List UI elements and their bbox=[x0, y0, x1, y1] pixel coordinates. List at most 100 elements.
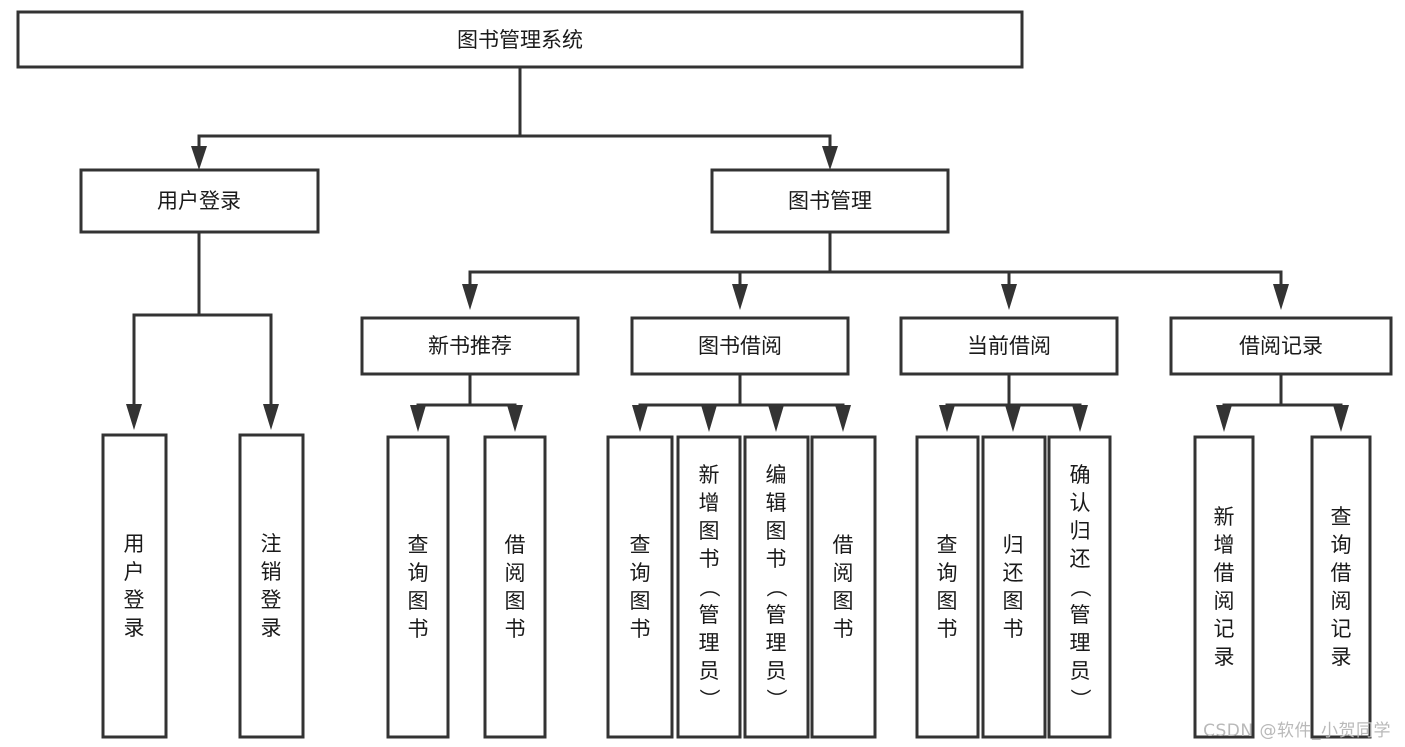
svg-text:注: 注 bbox=[261, 532, 282, 556]
node-book-borrow[interactable]: 图书借阅 bbox=[630, 316, 850, 376]
arrow-leaf-query-record bbox=[1333, 405, 1349, 432]
svg-text:录: 录 bbox=[1331, 645, 1352, 669]
node-book-management-box[interactable] bbox=[710, 168, 950, 234]
connector-group-current-borrow-children bbox=[939, 372, 1088, 432]
node-current-borrow[interactable]: 当前借阅 bbox=[899, 316, 1119, 376]
svg-text:书: 书 bbox=[505, 617, 526, 641]
node-user-login-label: 用户登录 bbox=[157, 189, 241, 213]
connector-group-book-management-children bbox=[462, 230, 1289, 310]
svg-text:询: 询 bbox=[630, 561, 651, 585]
arrow-leaf-return-book bbox=[1005, 405, 1021, 432]
leaf-query-record-box[interactable] bbox=[1310, 435, 1372, 739]
svg-text:管: 管 bbox=[766, 603, 787, 627]
node-borrow-record-box[interactable] bbox=[1169, 316, 1393, 376]
arrow-leaf-query-book-2 bbox=[632, 405, 648, 432]
arrow-leaf-query-book-3 bbox=[939, 405, 955, 432]
svg-text:查: 查 bbox=[937, 533, 958, 557]
leaf-return-book-box[interactable] bbox=[981, 435, 1047, 739]
node-book-borrow-box[interactable] bbox=[630, 316, 850, 376]
node-book-management[interactable]: 图书管理 bbox=[710, 168, 950, 234]
connector-group-book-borrow-children bbox=[632, 372, 851, 432]
node-current-borrow-box[interactable] bbox=[899, 316, 1119, 376]
svg-text:图: 图 bbox=[630, 589, 651, 613]
svg-text:管: 管 bbox=[1070, 603, 1091, 627]
svg-text:图: 图 bbox=[1003, 589, 1024, 613]
svg-text:归: 归 bbox=[1070, 519, 1091, 543]
node-book-borrow-label: 图书借阅 bbox=[698, 334, 782, 358]
node-root-box[interactable] bbox=[16, 10, 1024, 69]
leaf-user-logout-box[interactable] bbox=[238, 433, 305, 739]
leaf-query-book-2-box[interactable] bbox=[606, 435, 674, 739]
arrow-book-borrow bbox=[732, 284, 748, 310]
leaf-edit-book-box[interactable] bbox=[743, 435, 810, 739]
svg-text:（: （ bbox=[1068, 577, 1092, 598]
csdn-watermark: CSDN @软件_小贺同学 bbox=[1203, 721, 1391, 741]
leaf-query-book-1-box[interactable] bbox=[386, 435, 450, 739]
leaf-query-book-3-box[interactable] bbox=[915, 435, 980, 739]
connector-group-new-book-recommend-children bbox=[410, 372, 523, 432]
svg-text:）: ） bbox=[1068, 689, 1092, 710]
arrow-leaf-add-book bbox=[701, 405, 717, 432]
arrow-user-login bbox=[191, 146, 207, 170]
svg-text:录: 录 bbox=[1214, 645, 1235, 669]
node-borrow-record-label: 借阅记录 bbox=[1239, 334, 1323, 358]
leaf-node-user-login[interactable]: 用户登录 bbox=[101, 433, 168, 739]
node-new-book-recommend[interactable]: 新书推荐 bbox=[360, 316, 580, 376]
arrow-new-book-recommend bbox=[462, 284, 478, 310]
connector-group-borrow-record-children bbox=[1216, 372, 1349, 432]
svg-text:用: 用 bbox=[124, 532, 145, 556]
svg-text:户: 户 bbox=[124, 560, 145, 584]
arrow-borrow-record bbox=[1273, 284, 1289, 310]
svg-text:归: 归 bbox=[1003, 533, 1024, 557]
svg-text:员: 员 bbox=[699, 659, 720, 683]
svg-text:图: 图 bbox=[833, 589, 854, 613]
svg-text:阅: 阅 bbox=[1331, 589, 1352, 613]
svg-text:借: 借 bbox=[505, 533, 526, 557]
svg-text:理: 理 bbox=[699, 631, 720, 655]
svg-text:新: 新 bbox=[699, 463, 720, 487]
svg-text:）: ） bbox=[764, 689, 788, 710]
leaf-add-book-box[interactable] bbox=[676, 435, 742, 739]
node-user-login-box[interactable] bbox=[79, 168, 320, 234]
node-root[interactable]: 图书管理系统 bbox=[16, 10, 1024, 69]
arrow-leaf-add-record bbox=[1216, 405, 1232, 432]
node-root-label: 图书管理系统 bbox=[457, 28, 583, 52]
svg-text:登: 登 bbox=[124, 588, 145, 612]
arrow-leaf-edit-book bbox=[768, 405, 784, 432]
svg-text:（: （ bbox=[764, 577, 788, 598]
svg-text:）: ） bbox=[697, 689, 721, 710]
svg-text:查: 查 bbox=[1331, 505, 1352, 529]
node-user-login[interactable]: 用户登录 bbox=[79, 168, 320, 234]
leaf-borrow-book-2-box[interactable] bbox=[810, 435, 877, 739]
arrow-leaf-borrow-book-1 bbox=[507, 405, 523, 432]
leaf-user-login-box[interactable] bbox=[101, 433, 168, 739]
leaf-add-record-box[interactable] bbox=[1193, 435, 1255, 739]
node-new-book-recommend-box[interactable] bbox=[360, 316, 580, 376]
svg-text:书: 书 bbox=[937, 617, 958, 641]
svg-text:辑: 辑 bbox=[766, 491, 787, 515]
leaf-confirm-return-box[interactable] bbox=[1047, 435, 1112, 739]
node-borrow-record[interactable]: 借阅记录 bbox=[1169, 316, 1393, 376]
svg-text:询: 询 bbox=[937, 561, 958, 585]
svg-text:书: 书 bbox=[699, 547, 720, 571]
svg-text:阅: 阅 bbox=[1214, 589, 1235, 613]
leaf-borrow-book-1-box[interactable] bbox=[483, 435, 547, 739]
svg-text:增: 增 bbox=[1214, 533, 1235, 557]
arrow-leaf-confirm-return bbox=[1072, 405, 1088, 432]
